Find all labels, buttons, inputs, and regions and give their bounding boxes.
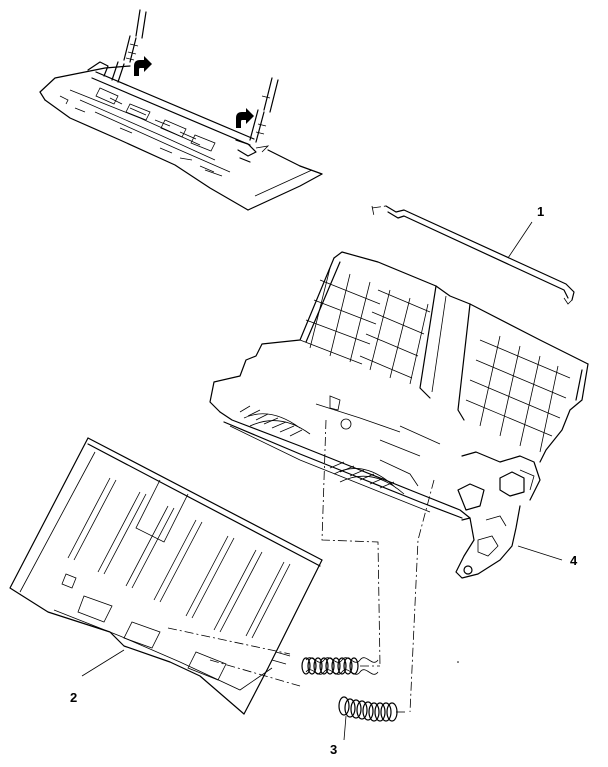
callout-2: 2 <box>70 690 78 705</box>
callout-1: 1 <box>537 204 545 219</box>
tray-cover-part <box>9 437 323 715</box>
frame-assembly-part <box>209 251 589 579</box>
callout-4: 4 <box>570 553 578 568</box>
rod-part <box>371 205 575 305</box>
rotate-arrow-icon <box>134 56 152 76</box>
leader-line-2 <box>81 649 125 677</box>
leader-line-1 <box>507 221 533 259</box>
leader-line-3 <box>343 715 347 741</box>
speck <box>457 661 459 663</box>
removal-detail-inset <box>39 9 323 211</box>
callout-3: 3 <box>330 742 338 757</box>
assembly-paths <box>321 205 435 713</box>
rotate-arrow-icon <box>236 108 254 128</box>
spring-part <box>301 657 408 722</box>
leader-line-4 <box>517 545 563 561</box>
